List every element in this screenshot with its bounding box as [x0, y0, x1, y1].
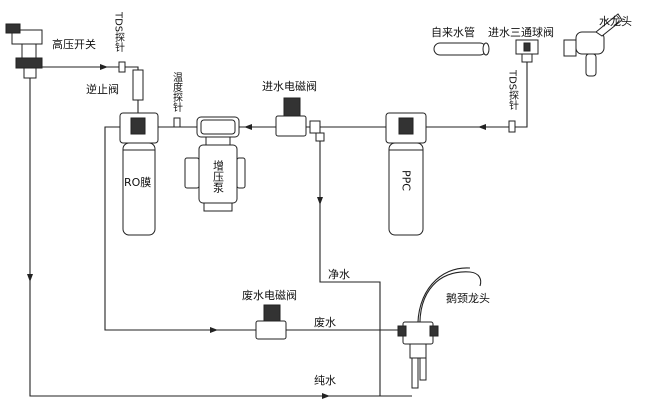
- ppc-filter: [385, 112, 427, 236]
- pipe-left-vertical: [29, 78, 412, 397]
- label-high-pressure-switch: 高压开关: [52, 37, 96, 51]
- arrow-pure-down: [317, 197, 323, 205]
- label-inlet-solenoid: 进水电磁阀: [262, 79, 317, 93]
- inlet-ball-valve: [515, 39, 539, 63]
- tds-probe-right-icon: [508, 120, 516, 133]
- label-inlet-ball-valve: 进水三通球阀: [488, 25, 554, 39]
- check-valve: [132, 69, 144, 101]
- label-pure-water-bottom: 纯水: [314, 374, 336, 387]
- label-tds-probe-top: TDS探针: [113, 11, 125, 53]
- label-booster-pump: 增压泵: [212, 159, 225, 193]
- booster-pump: [184, 116, 246, 212]
- gooseneck-faucet: [397, 267, 482, 389]
- arrow-waste-right: [210, 327, 218, 333]
- pipe-pure-water: [319, 140, 381, 396]
- pipe-ppc-right: [420, 60, 528, 128]
- arrow-ppc-left: [478, 124, 486, 130]
- waste-solenoid-valve: [255, 304, 287, 340]
- label-pure-water-line: 净水: [328, 267, 350, 281]
- arrow-top: [100, 64, 108, 70]
- temp-probe-icon: [173, 117, 181, 128]
- arrow-left-down: [27, 274, 33, 282]
- label-ro-membrane: RO膜: [124, 176, 151, 189]
- faucet-icon: [563, 13, 623, 77]
- label-temp-probe: 温度探针: [171, 72, 183, 113]
- label-ppc: PPC: [400, 170, 413, 191]
- tds-probe-top-icon: [118, 61, 126, 73]
- arrow-pump-left: [244, 124, 252, 130]
- label-tap-water-pipe: 自来水管: [431, 25, 475, 39]
- inlet-solenoid-valve: [275, 97, 325, 142]
- ro-membrane: [119, 112, 159, 236]
- label-faucet: 水龙头: [599, 15, 632, 28]
- pipe-top-to-check: [122, 66, 139, 70]
- high-pressure-switch: [5, 23, 43, 79]
- label-waste-water: 废水: [314, 315, 336, 329]
- label-gooseneck-faucet: 鹅颈龙头: [446, 291, 490, 305]
- label-check-valve: 逆止阀: [86, 82, 119, 96]
- label-waste-solenoid: 废水电磁阀: [242, 288, 297, 302]
- arrow-bottom-right: [322, 393, 330, 399]
- label-tds-probe-right: TDS探针: [507, 69, 519, 111]
- pipe-ro-waste: [104, 126, 256, 331]
- tap-water-pipe: [433, 42, 490, 56]
